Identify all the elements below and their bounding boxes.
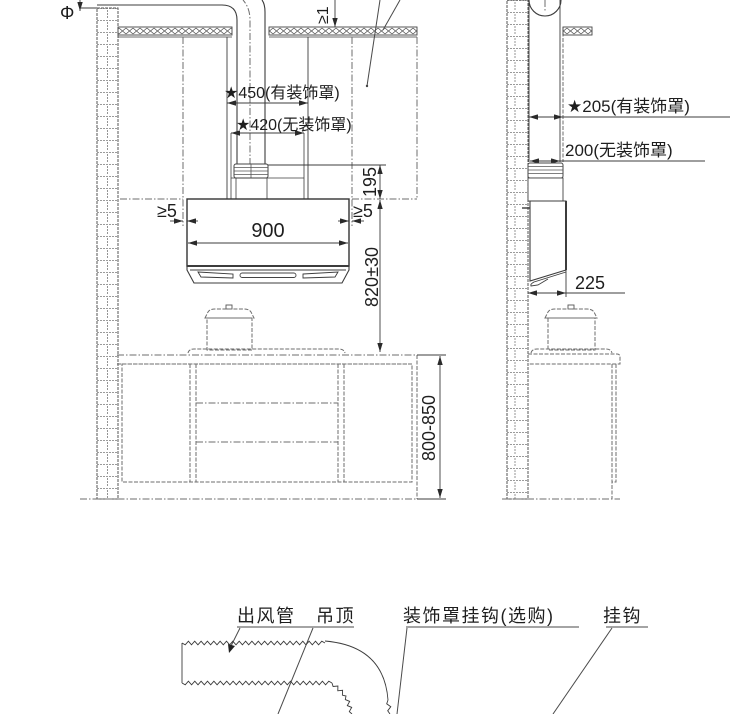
cooking-pot-side [544,304,598,351]
ceiling-clearance-label: ≥1 [315,6,332,24]
ceiling-leader-line-2 [382,0,401,31]
base-cabinet-front [80,348,418,500]
duct-outer-edge [97,4,238,165]
leader-hook [552,627,613,715]
callout-suspended-ceiling: 吊顶 [316,606,355,626]
side-pot-body [547,317,596,351]
duct-diameter-symbol: Φ [60,3,74,23]
collar-ribs [234,164,268,178]
flexible-exhaust-duct [181,640,392,715]
side-hob-outline [530,348,613,354]
side-pipe [527,177,564,202]
cooking-pot-front [204,304,255,351]
flex-duct-bend-outer-edge [324,640,389,701]
flex-duct-bend-outer-tail [386,699,392,715]
ceiling-left [117,26,233,36]
duct-collar [231,163,304,199]
side-view: ★205(有装饰罩) 200(无装饰罩) 225 [502,0,730,500]
flex-duct-bend-inner-edge [331,682,353,715]
hood-side-underside [530,271,567,287]
cover-width-without-cover-label: ★420(无装饰罩) [236,116,352,134]
range-hood-front [186,198,350,284]
parts-detail: 出风管 吊顶 装饰罩挂钩(选购) 挂钩 [181,606,648,715]
leader-exhaust-duct-arrowhead [228,644,235,653]
pot-body [206,317,253,351]
hood-depth-label: 225 [575,273,605,293]
depth-without-cover-label: 200(无装饰罩) [565,141,673,160]
side-cabinet-front [611,364,617,499]
side-pot-lid [544,308,598,319]
cover-width-with-cover-label: ★450(有装饰罩) [224,84,340,102]
hood-side-body [529,200,567,282]
right-clearance-label: ≥5 [353,201,373,221]
ceiling-right [268,26,418,36]
callout-exhaust-duct: 出风管 [237,606,296,626]
mount-height-label: 820±30 [362,247,382,307]
collar-height-label: 195 [360,167,380,197]
side-brick-wall [506,0,529,500]
hood-right-slot [302,271,339,279]
ceiling-leader-dot [365,84,369,88]
cabinet-body [121,363,413,483]
left-clearance-label: ≥5 [157,201,177,221]
hood-center-light [239,272,297,278]
duct-centerline [242,0,251,165]
front-brick-wall [96,7,119,500]
side-collar-ribs [528,166,563,174]
counter-height-label: 800-850 [419,395,439,461]
hood-width-label: 900 [251,220,284,242]
hood-body [186,198,350,267]
hood-left-slot [197,271,234,279]
ceiling-leader-line-1 [366,0,381,87]
range-hood-side [522,200,567,287]
hood-intake-panel [186,266,350,284]
side-ceiling [562,26,593,36]
duct-inner-edge [261,0,266,165]
pot-knob [225,304,233,310]
side-pot-knob [567,304,575,310]
callout-hook: 挂钩 [603,606,642,626]
pot-lid [204,308,255,319]
leader-suspended-ceiling [277,627,314,715]
cabinet-post-left [189,364,197,482]
side-countertop [528,353,621,365]
leader-exhaust-duct [230,627,241,647]
cabinet-post-right [337,364,345,482]
flex-duct-top-edge [181,640,326,646]
flex-duct-bottom-edge [181,680,333,686]
front-view: Φ ≥1 ★450(有装饰罩) ★420(无装饰罩) [60,0,446,500]
side-collar [527,162,564,179]
depth-with-cover-label: ★205(有装饰罩) [567,97,690,116]
base-cabinet-side [502,348,621,500]
leader-cover-hook [396,627,408,715]
callout-cover-hook-optional: 装饰罩挂钩(选购) [403,606,555,626]
hob-outline [187,348,346,354]
